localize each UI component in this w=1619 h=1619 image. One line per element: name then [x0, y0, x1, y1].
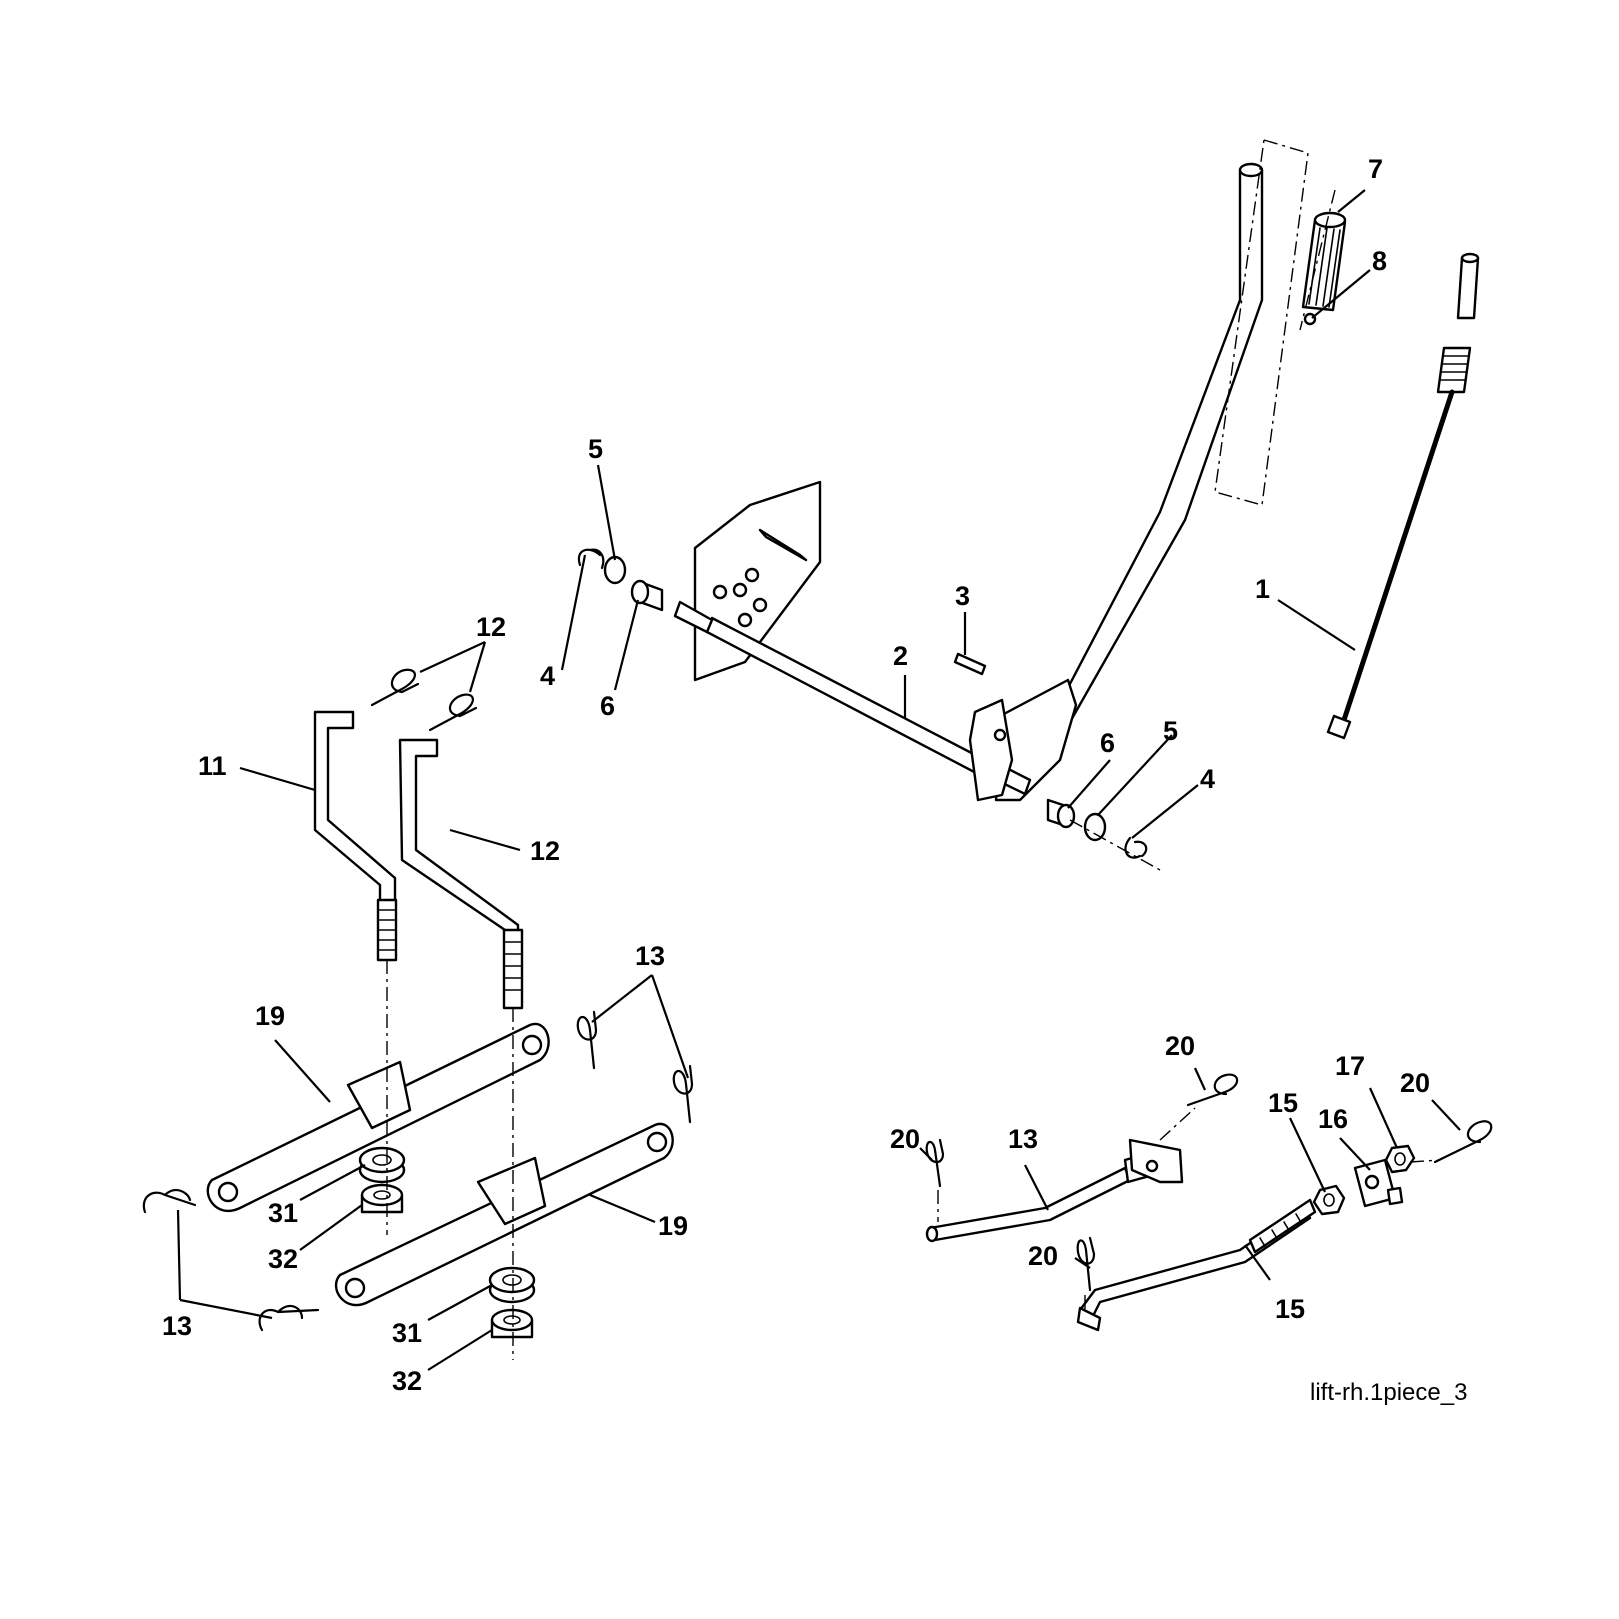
hair-clip-20-b: [1186, 1073, 1239, 1107]
hex-nut-16: [1312, 1184, 1346, 1216]
hair-clip-20-d: [1433, 1120, 1493, 1164]
hair-clip-4-right: [1124, 836, 1148, 859]
callout-15-upper: 13: [1008, 1124, 1038, 1154]
lift-link-12: [398, 738, 524, 1010]
trunnion-17: [1353, 1158, 1404, 1208]
grip-centerline: [1299, 189, 1336, 331]
callout-5-right: 5: [1163, 716, 1178, 746]
hair-clip-13-f: [258, 1304, 320, 1332]
callout-8: 8: [1372, 246, 1387, 276]
callout-31-right: 31: [392, 1318, 422, 1348]
nut-32-right: [490, 1308, 534, 1339]
callout-5-left: 5: [588, 434, 603, 464]
leader-lines: [176, 189, 1461, 1371]
bushing-6-left: [630, 579, 664, 612]
lift-arm-19-upper: [206, 1022, 550, 1212]
callout-3: 3: [955, 581, 970, 611]
hair-clip-13-c: [576, 1010, 598, 1070]
callout-2: 2: [893, 641, 908, 671]
callout-13-left: 13: [162, 1311, 192, 1341]
handle-phantom-outline: [1214, 139, 1309, 506]
callout-19-lower: 19: [658, 1211, 688, 1241]
lift-cable: [1326, 252, 1480, 740]
hex-nut-18: [1384, 1144, 1416, 1174]
hair-clip-4-left: [577, 548, 605, 570]
shaft-centerline: [1069, 819, 1161, 871]
callout-19-upper: 19: [255, 1001, 285, 1031]
rod-centerline-d: [1409, 1159, 1441, 1163]
callout-1: 1: [1255, 574, 1270, 604]
callout-11: 11: [198, 751, 227, 781]
callout-6-right: 6: [1100, 728, 1115, 758]
lift-handle: [994, 162, 1264, 802]
hair-clip-13-a: [370, 668, 420, 707]
diagram-caption: lift-rh.1piece_3: [1310, 1379, 1467, 1406]
handle-grip: [1301, 211, 1347, 312]
callout-20-a: 20: [890, 1124, 920, 1154]
bushing-6-right: [1046, 798, 1076, 829]
handle-bracket: [968, 698, 1014, 802]
callout-32-right: 32: [392, 1366, 422, 1396]
hair-clip-13-e: [142, 1188, 197, 1214]
callout-7: 7: [1368, 154, 1383, 184]
callout-12: 12: [530, 836, 560, 866]
callout-17: 16: [1318, 1104, 1348, 1134]
callout-18: 17: [1335, 1051, 1365, 1081]
spacer-31-left: [358, 1146, 406, 1184]
washer-5-right: [1083, 812, 1107, 842]
callout-20-b: 20: [1165, 1031, 1195, 1061]
callout-6-left: 6: [600, 691, 615, 721]
callout-13-top: 12: [476, 612, 506, 642]
callout-13-right: 13: [635, 941, 665, 971]
lift-link-11: [313, 710, 398, 962]
callout-15-lower: 15: [1275, 1294, 1305, 1324]
callout-4-left: 4: [540, 661, 555, 691]
callout-4-right: 4: [1200, 764, 1215, 794]
lift-arm-19-lower: [334, 1122, 674, 1307]
callout-32-left: 32: [268, 1244, 298, 1274]
callout-16: 15: [1268, 1088, 1298, 1118]
hair-clip-13-b: [428, 693, 478, 732]
roll-pin: [953, 652, 987, 676]
callout-20-c: 20: [1028, 1241, 1058, 1271]
hair-clip-20-c: [1076, 1236, 1096, 1292]
callout-20-d: 20: [1400, 1068, 1430, 1098]
hair-clip-13-d: [672, 1064, 694, 1124]
nut-32-left: [360, 1183, 404, 1214]
rod-centerline-c: [1159, 1107, 1196, 1141]
adjuster-rod-15-lower: [1076, 1198, 1317, 1332]
callout-31-left: 31: [268, 1198, 298, 1228]
adjuster-rod-15-upper: [925, 1138, 1184, 1243]
spacer-31-right: [488, 1266, 536, 1304]
washer-5-left: [603, 555, 627, 585]
hair-clip-20-a: [925, 1138, 945, 1188]
